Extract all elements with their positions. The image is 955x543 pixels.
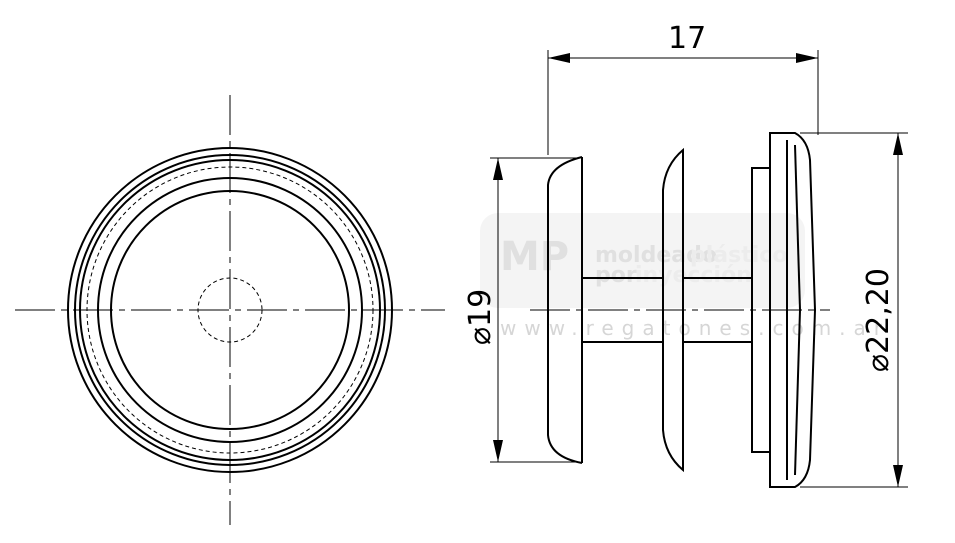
watermark-text: plástico xyxy=(690,243,787,268)
dimension-diameter-small: ⌀19 xyxy=(463,157,580,463)
diameter-large-label: ⌀22,20 xyxy=(861,268,896,372)
dimension-diameter-large: ⌀22,20 xyxy=(800,132,908,488)
dimension-length: 17 xyxy=(547,21,819,155)
front-view xyxy=(15,95,445,525)
watermark-text: por xyxy=(595,263,637,288)
watermark: MP moldeado plástico por inyección www.r… xyxy=(480,213,890,340)
side-view xyxy=(530,132,830,488)
watermark-text: inyección xyxy=(635,263,752,288)
watermark-url: www.regatones.com.ar xyxy=(500,316,890,340)
watermark-text: moldeado xyxy=(595,243,717,268)
watermark-logo: MP xyxy=(500,234,569,280)
diameter-small-label: ⌀19 xyxy=(463,289,498,345)
length-label: 17 xyxy=(668,21,706,56)
